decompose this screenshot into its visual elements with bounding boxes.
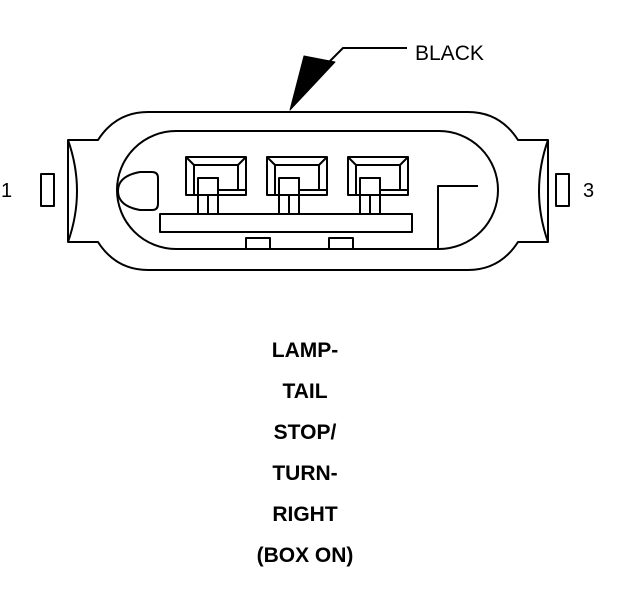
wire-color-label: BLACK [415,42,484,65]
terminal-1 [185,156,247,215]
wire-color-leader [289,47,407,111]
caption-line: TURN- [272,462,338,485]
connector-caption: LAMP- TAIL STOP/ TURN- RIGHT (BOX ON) [200,330,410,576]
caption-line: TAIL [282,380,328,403]
left-latch-tab [40,173,55,207]
terminal-2 [266,156,328,215]
pin-3-label: 3 [583,180,595,202]
right-latch-tab [555,173,570,207]
pin-1-label: 1 [1,180,13,202]
connector-housing [40,111,570,271]
caption-line: RIGHT [272,503,338,526]
caption-line: (BOX ON) [256,544,354,567]
terminal-3 [347,156,409,215]
caption-line: STOP/ [273,421,337,444]
caption-line: LAMP- [271,339,339,362]
